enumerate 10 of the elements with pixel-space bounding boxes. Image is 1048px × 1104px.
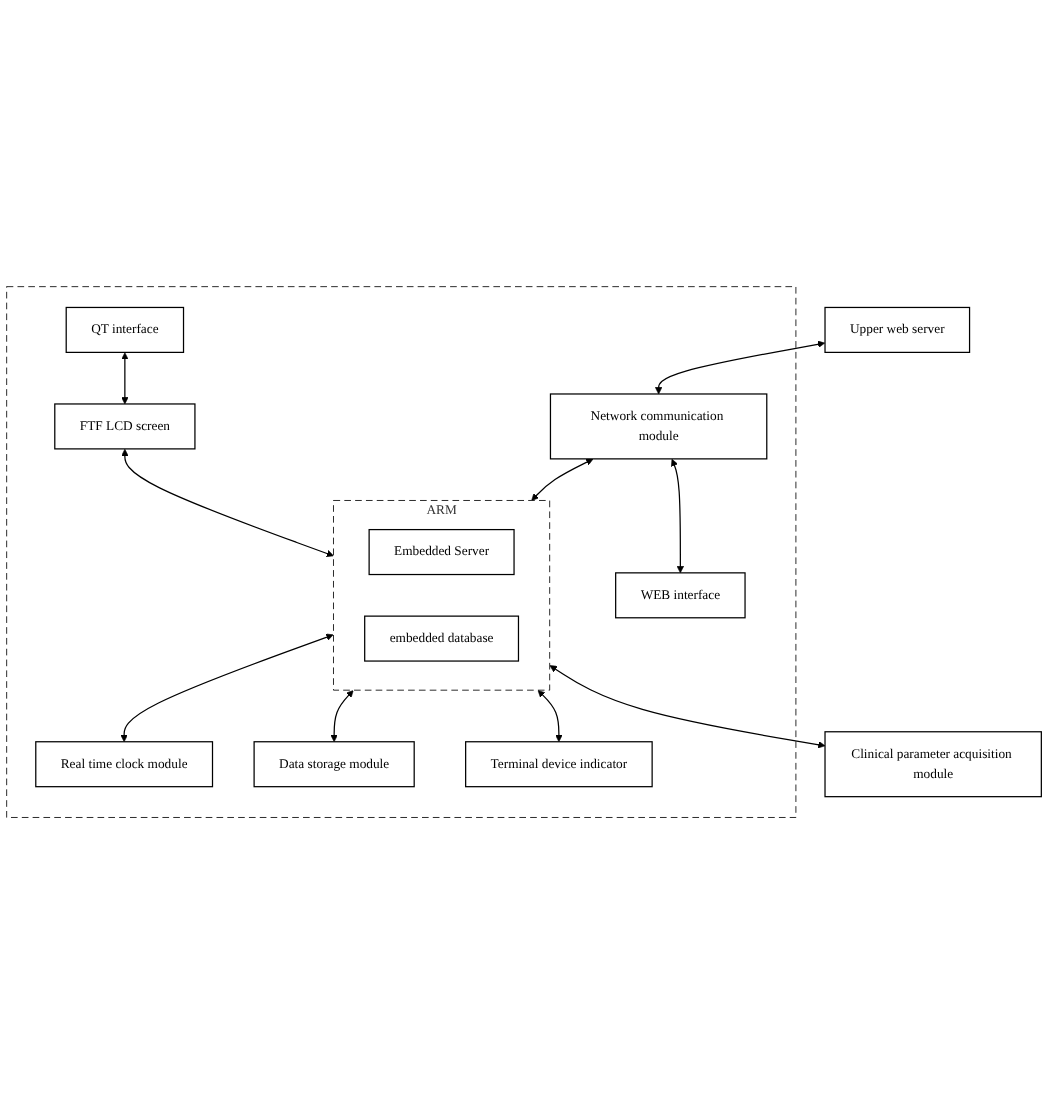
arrow bbox=[330, 690, 354, 743]
arrow bbox=[120, 633, 334, 743]
arrow bbox=[121, 352, 129, 405]
cluster bbox=[6, 286, 797, 818]
arrow bbox=[537, 690, 563, 743]
arrow bbox=[549, 665, 826, 749]
arrow bbox=[531, 458, 594, 501]
arrow bbox=[654, 340, 825, 395]
arrow bbox=[121, 448, 334, 557]
arrow bbox=[671, 458, 684, 574]
